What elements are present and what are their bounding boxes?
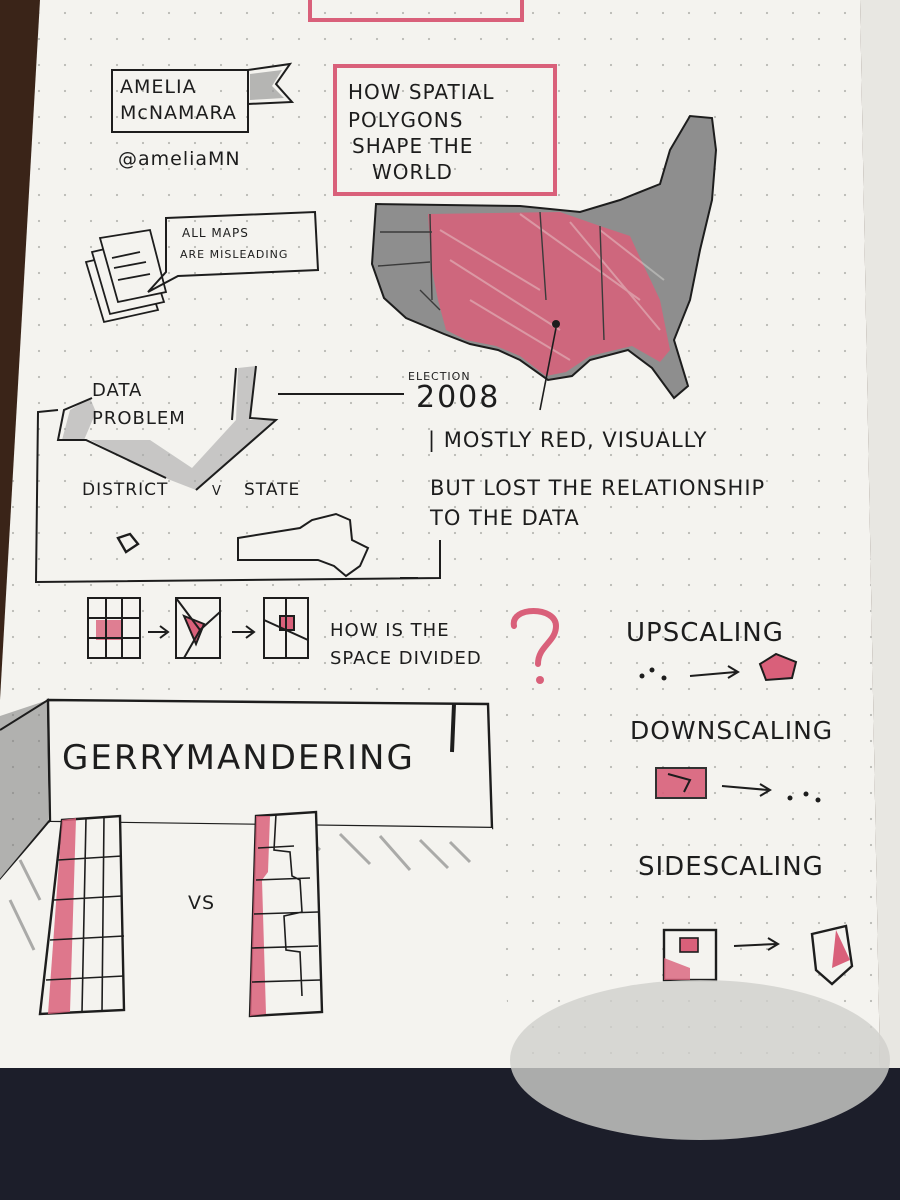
speech-bubble-line2: ARE MISLEADING bbox=[180, 248, 289, 261]
data-problem-frame bbox=[34, 409, 441, 584]
upscaling-diagram bbox=[639, 652, 798, 682]
lost-relationship-line2: TO THE DATA bbox=[430, 506, 580, 530]
title-box bbox=[333, 64, 557, 196]
name-flag bbox=[247, 62, 295, 105]
pink-question-mark bbox=[510, 608, 560, 667]
downscaling-diagram bbox=[655, 767, 821, 803]
name-flag-shade bbox=[250, 70, 284, 100]
district-label: DISTRICT bbox=[82, 480, 169, 500]
top-pink-box bbox=[308, 0, 524, 22]
massachusetts-shape bbox=[237, 512, 370, 578]
talk-title-line4: WORLD bbox=[372, 160, 453, 184]
district-icon bbox=[116, 532, 140, 554]
division-sequence bbox=[87, 597, 309, 659]
mostly-red-note: | MOSTLY RED, VISUALLY bbox=[428, 428, 708, 452]
thumb-shadow bbox=[510, 980, 890, 1140]
data-problem-arrow-lines bbox=[56, 365, 279, 491]
speaker-name-line1: AMELIA bbox=[120, 76, 197, 98]
page-right-edge bbox=[860, 0, 900, 1068]
gerry-box-shadow bbox=[0, 700, 48, 880]
data-problem-line2: PROBLEM bbox=[92, 408, 186, 429]
sidescaling-label: SIDESCALING bbox=[638, 852, 824, 882]
map-pink-area bbox=[428, 212, 670, 376]
talk-title-line1: HOW SPATIAL bbox=[348, 80, 495, 104]
gerrymandering-title: GERRYMANDERING bbox=[62, 738, 415, 778]
election-year: 2008 bbox=[416, 380, 501, 415]
space-question-line2: SPACE DIVIDED bbox=[330, 648, 482, 669]
state-label: STATE bbox=[244, 480, 301, 500]
election-label: ELECTION bbox=[408, 370, 471, 383]
speech-bubble bbox=[147, 210, 320, 293]
name-banner bbox=[111, 69, 249, 133]
sidescaling-diagram bbox=[662, 924, 854, 986]
data-problem-arrows bbox=[62, 366, 276, 490]
usa-election-map bbox=[370, 114, 718, 411]
gerry-grid-left bbox=[38, 814, 126, 1016]
speaker-handle: @ameliaMN bbox=[118, 148, 241, 170]
map-state-lines bbox=[377, 211, 605, 341]
division-arrows bbox=[148, 625, 256, 639]
district-vs-label: V bbox=[212, 484, 222, 499]
space-question-line1: HOW IS THE bbox=[330, 620, 450, 641]
map-pink-hatch bbox=[439, 213, 665, 361]
map-marker bbox=[552, 320, 560, 328]
speech-bubble-line1: ALL MAPS bbox=[182, 226, 249, 240]
question-dot bbox=[536, 676, 544, 684]
talk-title-line2: POLYGONS bbox=[348, 108, 464, 132]
data-problem-line1: DATA bbox=[92, 380, 143, 401]
paper-stack-icon bbox=[84, 228, 168, 324]
gerrymandering-vs: VS bbox=[188, 892, 216, 914]
upscaling-label: UPSCALING bbox=[626, 618, 784, 648]
talk-title-line3: SHAPE THE bbox=[352, 134, 474, 158]
lost-relationship-line1: BUT LOST THE RELATIONSHIP bbox=[430, 476, 766, 500]
map-marker-line bbox=[539, 327, 557, 411]
downscaling-label: DOWNSCALING bbox=[630, 716, 834, 745]
exclamation-mark bbox=[450, 703, 456, 753]
speaker-name-line2: McNAMARA bbox=[120, 102, 237, 124]
gerry-grid-right bbox=[248, 810, 324, 1018]
